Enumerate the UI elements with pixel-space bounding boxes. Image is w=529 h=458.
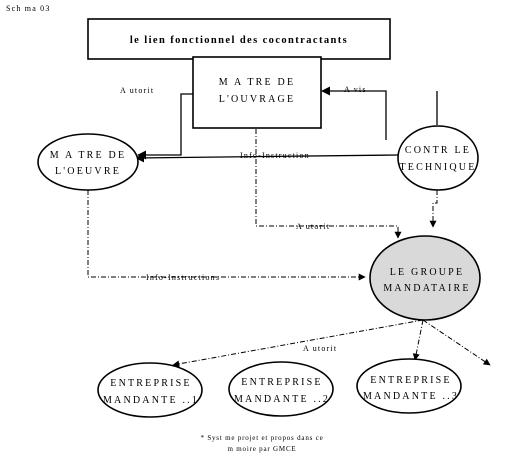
link-groupe-entreprise-3 — [412, 319, 424, 361]
entreprise-1-node — [97, 362, 203, 418]
link-controle-oeuvre-info — [135, 153, 399, 163]
top-box — [87, 18, 391, 60]
label-autorite-mid: A utorit — [296, 222, 330, 231]
entreprise-3-line1: ENTREPRISE — [370, 375, 451, 386]
top-box-title: le lien fonctionnel des cocontractants — [130, 35, 348, 46]
label-avis: A vis — [344, 85, 367, 94]
controle-technique-node — [397, 125, 479, 191]
link-groupe-extra — [422, 319, 491, 366]
maitre-ouvrage-line2: L'OUVRAGE — [219, 94, 296, 105]
schema-label: Sch ma 03 — [6, 4, 51, 13]
link-controle-groupe — [429, 190, 438, 228]
footnote-line2: m moire par GMCE — [228, 445, 297, 453]
link-controle-ouvrage-avis — [321, 86, 387, 140]
entreprise-3-node — [356, 358, 462, 414]
link-oeuvre-groupe-info — [87, 190, 366, 281]
link-groupe-entreprise-1 — [172, 319, 424, 368]
label-autorite-left: A utorit — [120, 86, 154, 95]
maitre-ouvrage-line1: M A TRE DE — [219, 77, 296, 88]
label-info-instructions: Info-Instructions — [146, 273, 220, 282]
controle-technique-line1: CONTR LE — [405, 145, 471, 156]
label-autorite-bottom: A utorit — [303, 344, 337, 353]
footnote-line1: * Syst me projet et propos dans ce — [200, 434, 323, 442]
entreprise-2-line2: MANDANTE ..2 — [234, 394, 330, 405]
entreprise-3-line2: MANDANTE ..3 — [363, 391, 459, 402]
entreprise-2-line1: ENTREPRISE — [241, 377, 322, 388]
label-info-instruction: Info-Instruction — [240, 151, 310, 160]
entreprise-1-line1: ENTREPRISE — [110, 378, 191, 389]
maitre-oeuvre-line2: L'OEUVRE — [55, 166, 121, 177]
entreprise-2-node — [228, 361, 334, 417]
maitre-oeuvre-line1: M A TRE DE — [50, 150, 127, 161]
groupe-mandataire-line1: LE GROUPE — [390, 267, 465, 278]
link-ouvrage-oeuvre-autorite — [137, 93, 193, 160]
entreprise-1-line2: MANDANTE ..1 — [103, 395, 199, 406]
maitre-ouvrage-box — [192, 56, 322, 129]
maitre-oeuvre-node — [37, 133, 139, 191]
groupe-mandataire-node — [369, 235, 481, 321]
controle-technique-line2: TECHNIQUE — [399, 162, 476, 173]
link-ouvrage-groupe-autorite — [255, 129, 402, 239]
groupe-mandataire-line2: MANDATAIRE — [383, 283, 470, 294]
